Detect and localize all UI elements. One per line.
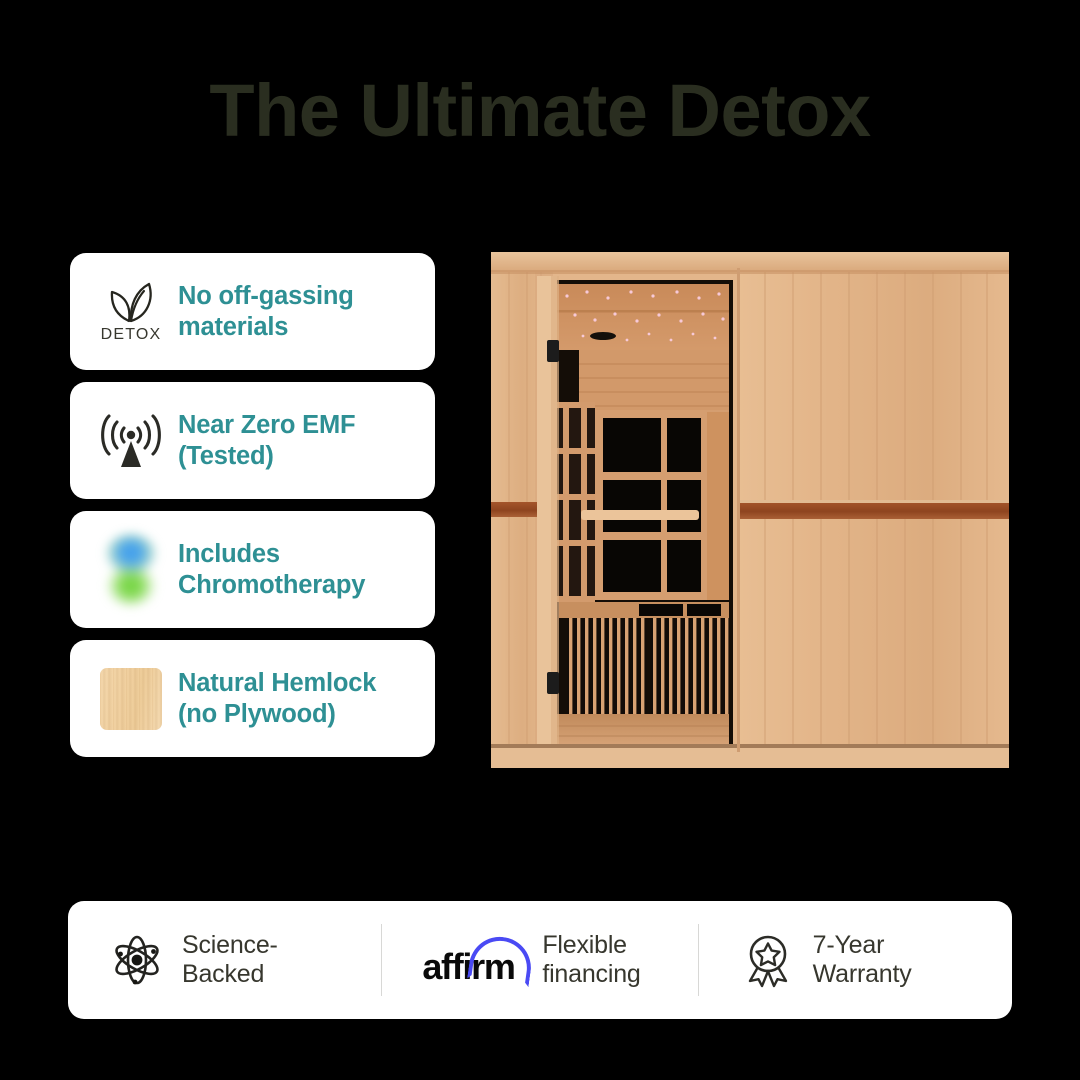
trust-item-flexible-financing[interactable]: affirm Flexible financing <box>382 901 697 1019</box>
detox-caption: DETOX <box>100 325 162 343</box>
antenna-waves-glyph <box>101 413 161 467</box>
hemlock-wood-swatch-icon <box>92 659 170 739</box>
trust-item-warranty[interactable]: 7-Year Warranty <box>699 901 1012 1019</box>
chromotherapy-gradient-icon <box>92 530 170 610</box>
trust-item-science-backed[interactable]: Science-Backed <box>68 901 381 1019</box>
trust-bar: Science-Backed affirm Flexible financing… <box>68 901 1012 1019</box>
affirm-wordmark: affirm <box>422 946 516 987</box>
product-image-sauna <box>491 252 1009 768</box>
trust-divider <box>697 924 699 996</box>
trust-label: Science-Backed <box>182 931 278 988</box>
feature-card-no-off-gassing[interactable]: DETOX No off-gassing materials <box>70 253 435 370</box>
trust-divider <box>381 924 383 996</box>
feature-card-chromotherapy[interactable]: Includes Chromotherapy <box>70 511 435 628</box>
color-gradient-blob <box>100 533 162 606</box>
affirm-arc-icon <box>467 932 536 988</box>
award-ribbon-glyph <box>748 935 787 988</box>
page-title: The Ultimate Detox <box>209 69 871 152</box>
leaf-pair-glyph <box>110 282 152 322</box>
trust-label: 7-Year Warranty <box>812 931 912 988</box>
emf-antenna-icon <box>92 401 170 481</box>
atom-icon <box>106 929 168 991</box>
feature-label: Near Zero EMF (Tested) <box>178 411 356 470</box>
feature-label: Includes Chromotherapy <box>178 540 366 599</box>
affirm-logo: affirm <box>422 932 536 988</box>
feature-label: No off-gassing materials <box>178 282 354 341</box>
feature-label: Natural Hemlock (no Plywood) <box>178 669 377 728</box>
sauna-illustration <box>491 252 1009 768</box>
trust-label: Flexible financing <box>542 931 641 988</box>
feature-card-near-zero-emf[interactable]: Near Zero EMF (Tested) <box>70 382 435 499</box>
atom-glyph <box>115 935 159 985</box>
feature-card-natural-hemlock[interactable]: Natural Hemlock (no Plywood) <box>70 640 435 757</box>
wood-swatch <box>100 667 162 730</box>
award-ribbon-icon <box>737 929 799 991</box>
detox-leaf-icon: DETOX <box>92 272 170 352</box>
feature-list: DETOX No off-gassing materials Near <box>70 253 435 757</box>
